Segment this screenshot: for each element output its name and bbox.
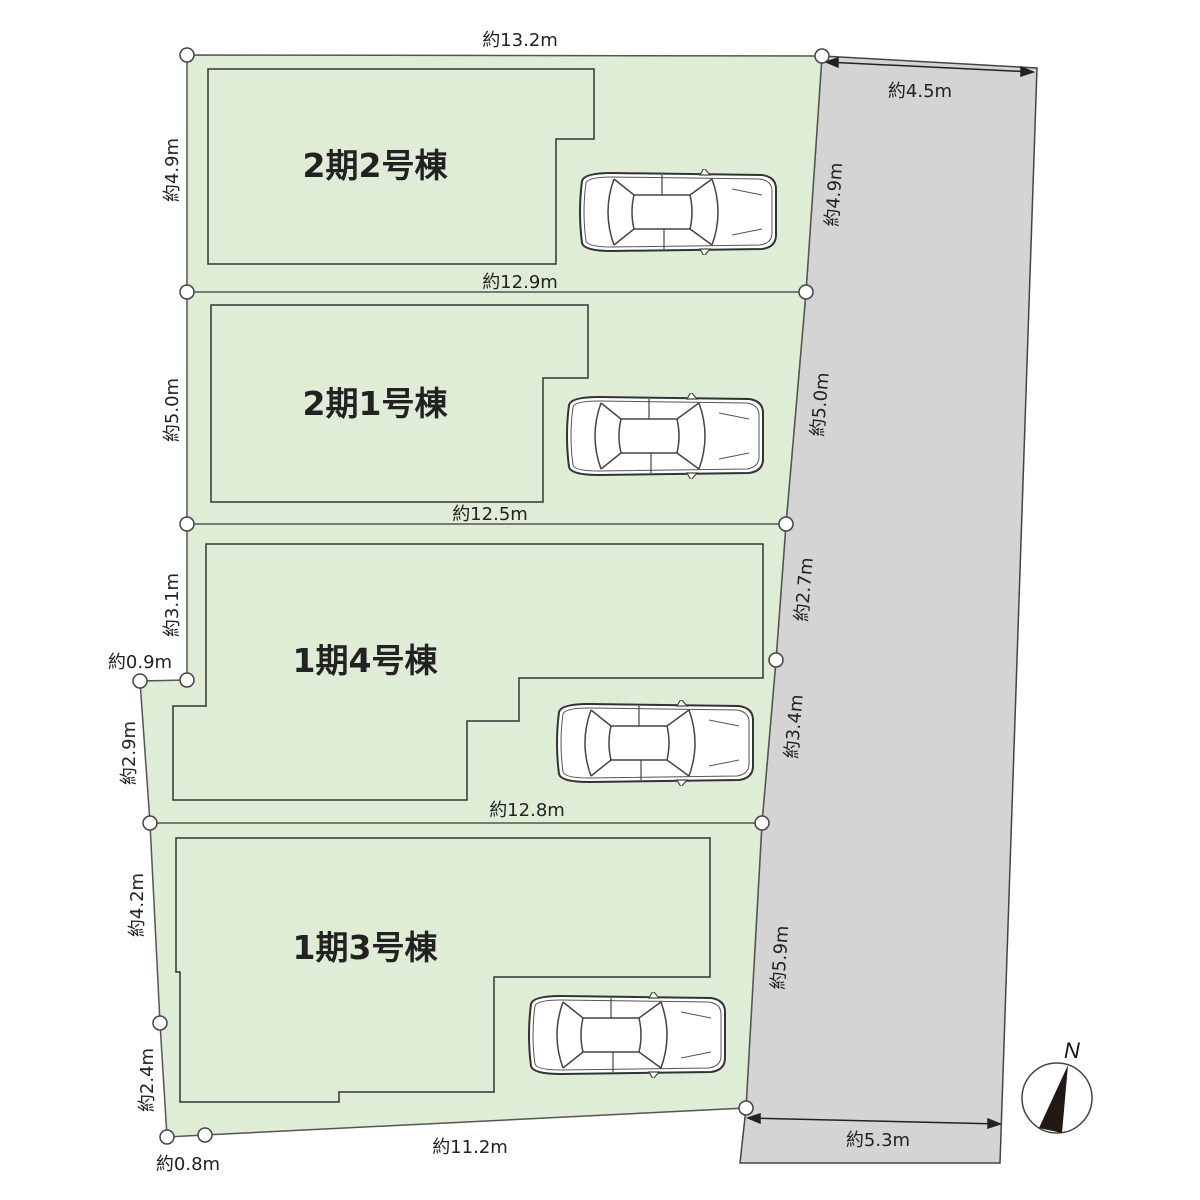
boundary-marker — [814, 48, 830, 64]
building-1-4 — [172, 543, 764, 801]
north-compass-icon: N — [1021, 1038, 1093, 1134]
boundary-marker — [738, 1100, 754, 1116]
dimension-label: 約5.3m — [846, 1130, 910, 1151]
dimension-label: 約0.8m — [156, 1154, 220, 1175]
north-label: N — [1064, 1038, 1080, 1063]
boundary-markers — [132, 47, 830, 1145]
dimension-label: 約12.9m — [482, 272, 558, 293]
boundary-marker — [179, 516, 195, 532]
dimension-label: 約4.9m — [822, 162, 847, 227]
car-icon — [528, 992, 726, 1078]
building-label: 1期3号棟 — [293, 928, 439, 967]
boundary-marker — [179, 284, 195, 300]
boundary-marker — [159, 1129, 175, 1145]
dimension-label: 約12.5m — [452, 504, 528, 525]
boundary-marker — [179, 672, 195, 688]
dimension-label: 約4.2m — [127, 873, 148, 937]
boundary-marker — [754, 815, 770, 831]
car-icon — [556, 700, 754, 786]
dimension-label: 約0.9m — [108, 652, 172, 673]
dimension-label: 約5.0m — [162, 378, 183, 442]
boundary-marker — [778, 516, 794, 532]
dimension-label: 約4.9m — [162, 138, 183, 202]
boundary-marker — [179, 47, 195, 63]
dimension-label: 約3.1m — [162, 573, 183, 637]
building-1-3 — [175, 837, 711, 1103]
boundary-marker — [142, 815, 158, 831]
dimension-label: 約13.2m — [482, 30, 558, 51]
building-2-1 — [210, 304, 589, 503]
car-icon — [579, 169, 777, 255]
dimension-label: 約11.2m — [432, 1137, 508, 1158]
dimension-label: 約12.8m — [489, 800, 565, 821]
dimension-label: 約5.9m — [768, 925, 793, 990]
boundary-marker — [132, 673, 148, 689]
boundary-marker — [798, 284, 814, 300]
dimension-label: 約2.9m — [119, 721, 140, 785]
car-icon — [566, 393, 764, 479]
building-footprints — [172, 68, 764, 1103]
building-label: 2期1号棟 — [303, 384, 449, 423]
dimension-label: 約4.5m — [888, 81, 952, 102]
dimension-label: 約2.4m — [137, 1048, 158, 1112]
road-width-arrows — [745, 56, 1036, 1130]
building-2-2 — [207, 68, 595, 265]
building-label: 2期2号棟 — [303, 146, 449, 185]
boundary-marker — [768, 652, 784, 668]
lot-dividers — [150, 291, 806, 824]
building-label: 1期4号棟 — [293, 641, 439, 680]
boundary-marker — [152, 1015, 168, 1031]
boundary-marker — [197, 1127, 213, 1143]
